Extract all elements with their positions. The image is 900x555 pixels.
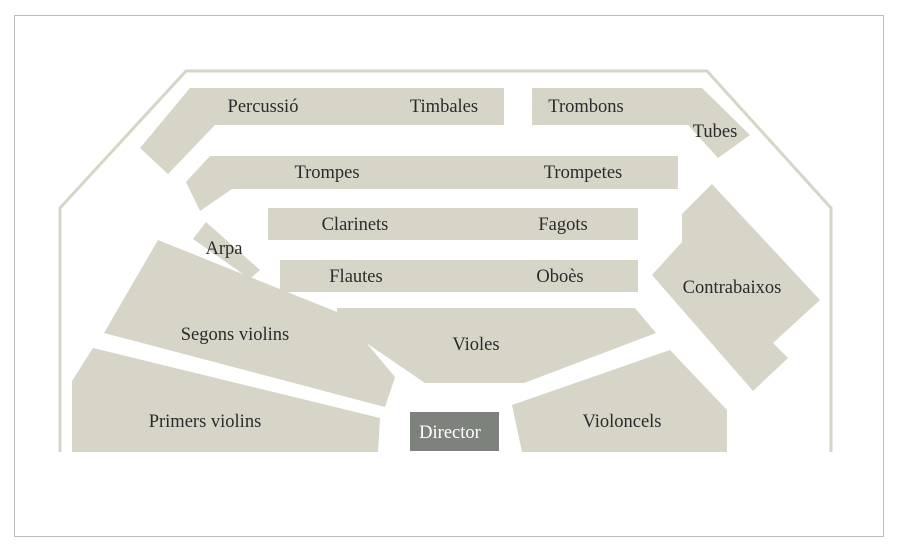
section-percussio-timbales [140, 88, 504, 174]
hall-outline [58, 69, 833, 452]
label-trompetes: Trompetes [544, 163, 622, 183]
section-trompes-trompetes [186, 156, 678, 211]
label-violoncels: Violoncels [582, 412, 661, 432]
label-contrabaixos: Contrabaixos [683, 278, 782, 298]
section-violes [337, 308, 656, 383]
label-trompes: Trompes [294, 163, 359, 183]
section-flautes-oboes [280, 260, 638, 292]
label-clarinets: Clarinets [322, 215, 389, 235]
label-segons-violins: Segons violins [181, 325, 289, 345]
section-contrabaixos [652, 184, 820, 391]
section-primers-violins [72, 348, 380, 452]
label-trombons: Trombons [548, 97, 623, 117]
label-percussio: Percussió [228, 97, 299, 117]
director-box [410, 412, 499, 451]
section-clarinets-fagots [268, 208, 638, 240]
label-oboes: Oboès [536, 267, 583, 287]
section-trombons-tubes [532, 88, 750, 158]
section-violoncels [512, 350, 727, 452]
label-fagots: Fagots [538, 215, 587, 235]
section-arpa [193, 222, 260, 279]
label-director: Director [419, 423, 481, 443]
label-flautes: Flautes [329, 267, 382, 287]
section-segons-violins [104, 240, 395, 407]
label-tubes: Tubes [693, 122, 738, 142]
label-primers-violins: Primers violins [149, 412, 262, 432]
label-arpa: Arpa [206, 239, 243, 259]
label-violes: Violes [452, 335, 499, 355]
label-timbales: Timbales [410, 97, 478, 117]
